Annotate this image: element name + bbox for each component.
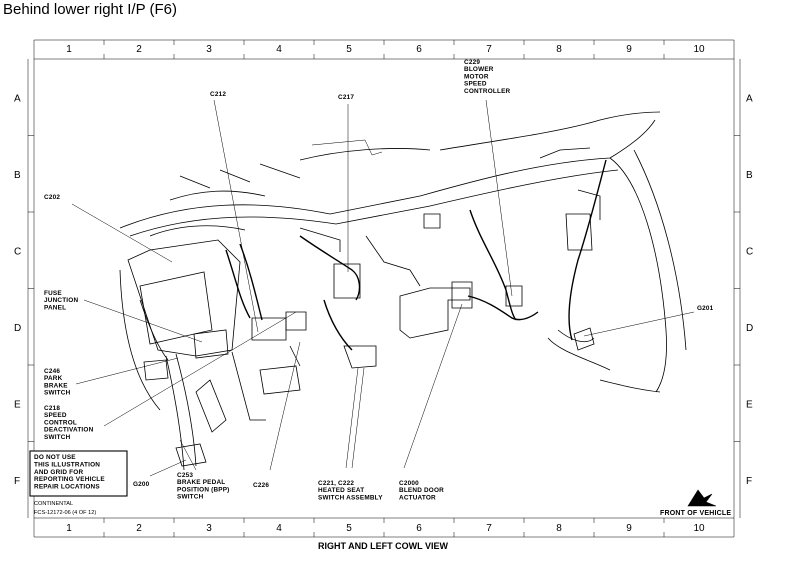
grid-row-right: B (746, 170, 753, 181)
grid-column-bottom: 10 (693, 523, 705, 534)
grid-column-top: 5 (346, 44, 352, 55)
grid-column-top: 7 (486, 44, 492, 55)
grid-column-top: 8 (556, 44, 562, 55)
grid-column-top: 6 (416, 44, 422, 55)
page-title: Behind lower right I/P (F6) (0, 0, 800, 20)
grid-row-left: E (14, 399, 21, 410)
grid-column-bottom: 1 (66, 523, 72, 534)
brand-label: CONTINENTAL (34, 501, 73, 507)
grid-column-bottom: 7 (486, 523, 492, 534)
front-arrow-icon (687, 489, 717, 507)
grid-column-bottom: 2 (136, 523, 142, 534)
cowl-line-art (119, 111, 687, 471)
grid-column-bottom: 9 (626, 523, 632, 534)
grid-column-bottom: 5 (346, 523, 352, 534)
callout-c226: C226 (253, 482, 269, 489)
grid-row-left: C (14, 246, 21, 257)
grid-column-top: 1 (66, 44, 72, 55)
grid-column-top: 4 (276, 44, 282, 55)
grid-column-top: 3 (206, 44, 212, 55)
grid-frame (27, 39, 741, 538)
callout-g200: G200 (133, 481, 150, 488)
grid-column-bottom: 6 (416, 523, 422, 534)
front-of-vehicle-indicator: FRONT OF VEHICLE (660, 489, 731, 517)
leader-lines (71, 99, 695, 477)
grid-row-left: D (14, 323, 21, 334)
callout-c212: C212 (210, 91, 226, 98)
callout-c217: C217 (338, 94, 354, 101)
grid-column-bottom: 3 (206, 523, 212, 534)
grid-column-top: 9 (626, 44, 632, 55)
grid-row-right: C (746, 246, 753, 257)
grid-row-right: D (746, 323, 753, 334)
callout-c202: C202 (44, 194, 60, 201)
grid-column-bottom: 4 (276, 523, 282, 534)
view-caption: RIGHT AND LEFT COWL VIEW (318, 541, 448, 551)
grid-row-right: A (746, 93, 753, 104)
grid-column-top: 2 (136, 44, 142, 55)
grid-row-right: F (746, 476, 752, 487)
grid-row-left: F (14, 476, 20, 487)
grid-row-left: A (14, 93, 21, 104)
front-of-vehicle-label: FRONT OF VEHICLE (660, 510, 731, 517)
grid-row-left: B (14, 170, 21, 181)
callout-g201: G201 (697, 305, 714, 312)
grid-column-top: 10 (693, 44, 705, 55)
figure-code: FCS-12172-06 (4 OF 12) (34, 510, 96, 516)
grid-row-right: E (746, 399, 753, 410)
grid-column-bottom: 8 (556, 523, 562, 534)
